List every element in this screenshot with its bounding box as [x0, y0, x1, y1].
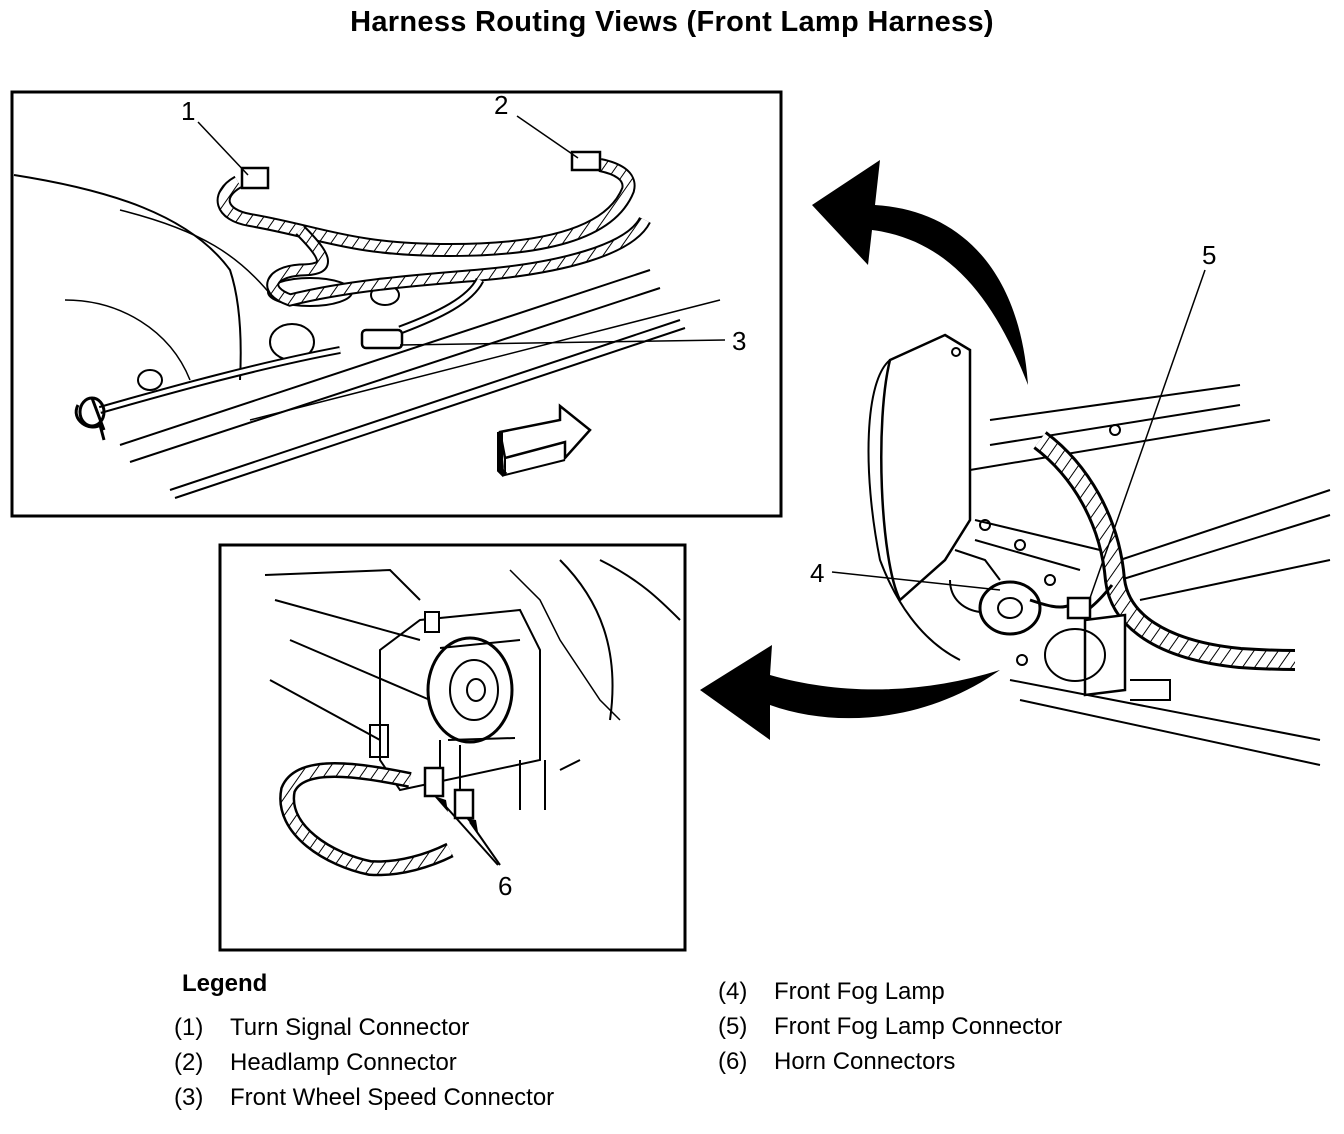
legend-text: Headlamp Connector: [230, 1049, 457, 1076]
horn-connector-b: [453, 788, 475, 820]
legend-item: (3) Front Wheel Speed Connector: [174, 1084, 554, 1112]
legend-number: (3): [174, 1084, 204, 1111]
inset-bottom-frame: [218, 543, 687, 952]
inset-top: 1 2 3: [10, 90, 783, 518]
legend-number: (1): [174, 1014, 204, 1041]
arrow-to-top-inset: [812, 160, 1028, 385]
arrow-to-bottom-inset: [700, 645, 1000, 740]
callout-6: 6: [498, 871, 512, 901]
legend-number: (4): [718, 978, 748, 1005]
legend-number: (5): [718, 1013, 748, 1040]
legend-item: (5) Front Fog Lamp Connector: [718, 1013, 1062, 1041]
turn-signal-connector: [240, 166, 270, 190]
legend-item: (2) Headlamp Connector: [174, 1049, 457, 1077]
legend-text: Turn Signal Connector: [230, 1014, 470, 1041]
callout-3: 3: [732, 326, 746, 356]
legend-item: (6) Horn Connectors: [718, 1048, 955, 1076]
legend-text: Front Fog Lamp: [774, 978, 945, 1005]
callout-2: 2: [494, 90, 508, 120]
wheel-speed-connector: [360, 328, 404, 350]
legend-text: Front Wheel Speed Connector: [230, 1084, 555, 1111]
legend-item: (4) Front Fog Lamp: [718, 978, 945, 1006]
legend-number: (6): [718, 1048, 748, 1075]
horn: [426, 636, 514, 744]
legend-text: Front Fog Lamp Connector: [774, 1013, 1063, 1040]
callout-1: 1: [181, 96, 195, 126]
legend-heading: Legend: [182, 970, 268, 997]
page-title: Harness Routing Views (Front Lamp Harnes…: [350, 6, 994, 38]
callout-4: 4: [810, 558, 824, 588]
horn-connector-a: [423, 766, 445, 798]
fog-lamp: [978, 580, 1042, 636]
main-view: 5 4: [810, 240, 1331, 766]
callout-5: 5: [1202, 240, 1216, 270]
legend-text: Horn Connectors: [774, 1048, 956, 1075]
legend-item: (1) Turn Signal Connector: [174, 1014, 469, 1042]
inset-top-frame: [10, 90, 783, 518]
inset-bottom: 6: [218, 543, 687, 952]
headlamp-connector: [570, 150, 602, 172]
legend-number: (2): [174, 1049, 204, 1076]
fog-lamp-connector: [1066, 596, 1092, 620]
